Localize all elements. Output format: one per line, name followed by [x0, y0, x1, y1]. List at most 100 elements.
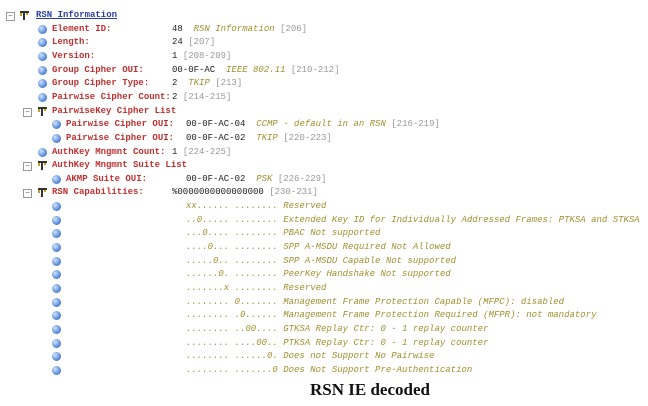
- field-icon: [38, 38, 47, 48]
- field-label: RSN Capabilities:: [52, 187, 144, 198]
- field-label: Element ID:: [52, 23, 112, 34]
- field-value: 48 RSN Information [206]: [172, 23, 307, 36]
- field-icon: [52, 256, 61, 266]
- value-description: RSN Information: [193, 23, 275, 34]
- capability-bit-row: ........ 0....... Management Frame Prote…: [186, 296, 564, 309]
- bit-mask: ........ 0.......: [186, 296, 278, 307]
- value-text: 00-0F-AC: [172, 64, 216, 75]
- field-icon: [52, 133, 61, 143]
- value-description: TKIP: [188, 78, 210, 89]
- field-icon: [52, 270, 61, 280]
- field-label: Length:: [52, 37, 90, 48]
- bit-meaning: PTKSA Replay Ctr: 0 - 1 replay counter: [283, 337, 489, 348]
- bit-meaning: Does Not Support Pre-Authentication: [283, 364, 473, 375]
- byte-range: [213]: [215, 78, 243, 89]
- capability-bit-row: .......x ........ Reserved: [186, 282, 326, 295]
- tree-node-icon: [37, 106, 48, 117]
- field-icon: [38, 92, 47, 102]
- field-label: Group Cipher OUI:: [52, 64, 144, 75]
- field-icon: [38, 79, 47, 89]
- bit-mask: ........ ......0.: [186, 351, 278, 362]
- capability-bit-row: ......0. ........ PeerKey Handshake Not …: [186, 268, 451, 281]
- tree-node-icon: [19, 10, 30, 21]
- field-value: 00-0F-AC-02 PSK [226-229]: [186, 173, 326, 186]
- capability-bit-row: xx...... ........ Reserved: [186, 200, 326, 213]
- capability-bit-row: ........ .0...... Management Frame Prote…: [186, 309, 597, 322]
- field-icon: [52, 338, 61, 348]
- field-icon: [52, 243, 61, 253]
- figure-caption: RSN IE decoded: [310, 380, 430, 399]
- bit-mask: ........ ....00..: [186, 337, 278, 348]
- capability-bit-row: ........ ..00.... GTKSA Replay Ctr: 0 - …: [186, 323, 488, 336]
- field-icon: [52, 352, 61, 362]
- collapse-toggle-icon[interactable]: −: [23, 189, 32, 199]
- bit-meaning: Reserved: [283, 283, 327, 293]
- field-value: 2 [214-215]: [172, 91, 231, 104]
- bit-meaning: Management Frame Protection Required (MF…: [283, 310, 597, 321]
- field-icon: [52, 297, 61, 307]
- collapse-toggle-icon[interactable]: −: [23, 107, 32, 117]
- field-value: %0000000000000000 [230-231]: [172, 186, 318, 199]
- bit-mask: ........ .......0: [186, 364, 278, 375]
- bit-mask: ......0. ........: [186, 269, 278, 280]
- bit-mask: ....0... ........: [186, 242, 278, 253]
- byte-range: [226-229]: [277, 173, 327, 184]
- bit-mask: ..0..... ........: [186, 214, 278, 225]
- field-icon: [52, 174, 61, 184]
- bit-meaning: PBAC Not supported: [283, 228, 381, 239]
- field-icon: [38, 147, 47, 157]
- byte-range: [206]: [280, 23, 308, 34]
- field-icon: [52, 284, 61, 293]
- value-description: CCMP - default in an RSN: [256, 119, 386, 130]
- bit-mask: .....0.. ........: [186, 255, 278, 266]
- field-icon: [52, 120, 61, 130]
- root-label[interactable]: RSN Information: [36, 10, 118, 20]
- value-text: 48: [172, 23, 183, 34]
- bit-meaning: Management Frame Protection Capable (MFP…: [283, 296, 565, 307]
- field-value: 00-0F-AC IEEE 802.11 [210-212]: [172, 64, 339, 77]
- field-value: 1 [224-225]: [172, 146, 231, 159]
- byte-range: [216-219]: [391, 119, 440, 130]
- field-icon: [52, 311, 61, 321]
- field-icon: [52, 365, 61, 375]
- bit-meaning: Reserved: [283, 201, 327, 212]
- bit-meaning: PeerKey Handshake Not supported: [283, 269, 451, 280]
- field-label: AuthKey Mngmnt Count:: [52, 146, 166, 157]
- value-text: 00-0F-AC-04: [186, 119, 246, 130]
- value-text: 00-0F-AC-02: [186, 132, 246, 143]
- field-value: 00-0F-AC-04 CCMP - default in an RSN [21…: [186, 118, 440, 131]
- bit-mask: ........ ..00....: [186, 323, 278, 334]
- field-label: Group Cipher Type:: [52, 78, 150, 89]
- bit-mask: ...0.... ........: [186, 228, 278, 239]
- value-text: 24: [172, 37, 183, 48]
- value-description: TKIP: [256, 132, 278, 143]
- field-icon: [38, 65, 47, 75]
- capability-bit-row: ........ ....00.. PTKSA Replay Ctr: 0 - …: [186, 337, 488, 350]
- capability-bit-row: .....0.. ........ SPP A-MSDU Capable Not…: [186, 255, 456, 268]
- byte-range: [224-225]: [182, 146, 232, 157]
- value-text: 2: [172, 91, 178, 102]
- value-text: 1: [172, 50, 178, 61]
- field-label: Pairwise Cipher Count:: [52, 91, 171, 102]
- field-icon: [38, 24, 47, 34]
- value-text: 2: [172, 78, 178, 89]
- bit-meaning: Extended Key ID for Individually Address…: [283, 214, 640, 225]
- value-text: %0000000000000000: [172, 187, 264, 198]
- byte-range: [214-215]: [182, 91, 232, 102]
- byte-range: [207]: [188, 37, 216, 48]
- field-icon: [52, 215, 61, 225]
- bit-meaning: GTKSA Replay Ctr: 0 - 1 replay counter: [283, 323, 489, 334]
- collapse-toggle-icon[interactable]: −: [6, 12, 15, 21]
- field-icon: [52, 202, 61, 212]
- value-description: PSK: [256, 173, 273, 184]
- field-label: Version:: [52, 50, 96, 61]
- field-label: AuthKey Mngmnt Suite List: [52, 160, 188, 171]
- collapse-toggle-icon[interactable]: −: [23, 162, 32, 172]
- bit-meaning: SPP A-MSDU Capable Not supported: [283, 255, 457, 266]
- tree-node-icon: [37, 187, 48, 198]
- byte-range: [220-223]: [283, 132, 332, 143]
- byte-range: [230-231]: [269, 187, 318, 198]
- field-label: AKMP Suite OUI:: [66, 173, 148, 184]
- field-icon: [52, 229, 61, 239]
- capability-bit-row: ...0.... ........ PBAC Not supported: [186, 227, 380, 240]
